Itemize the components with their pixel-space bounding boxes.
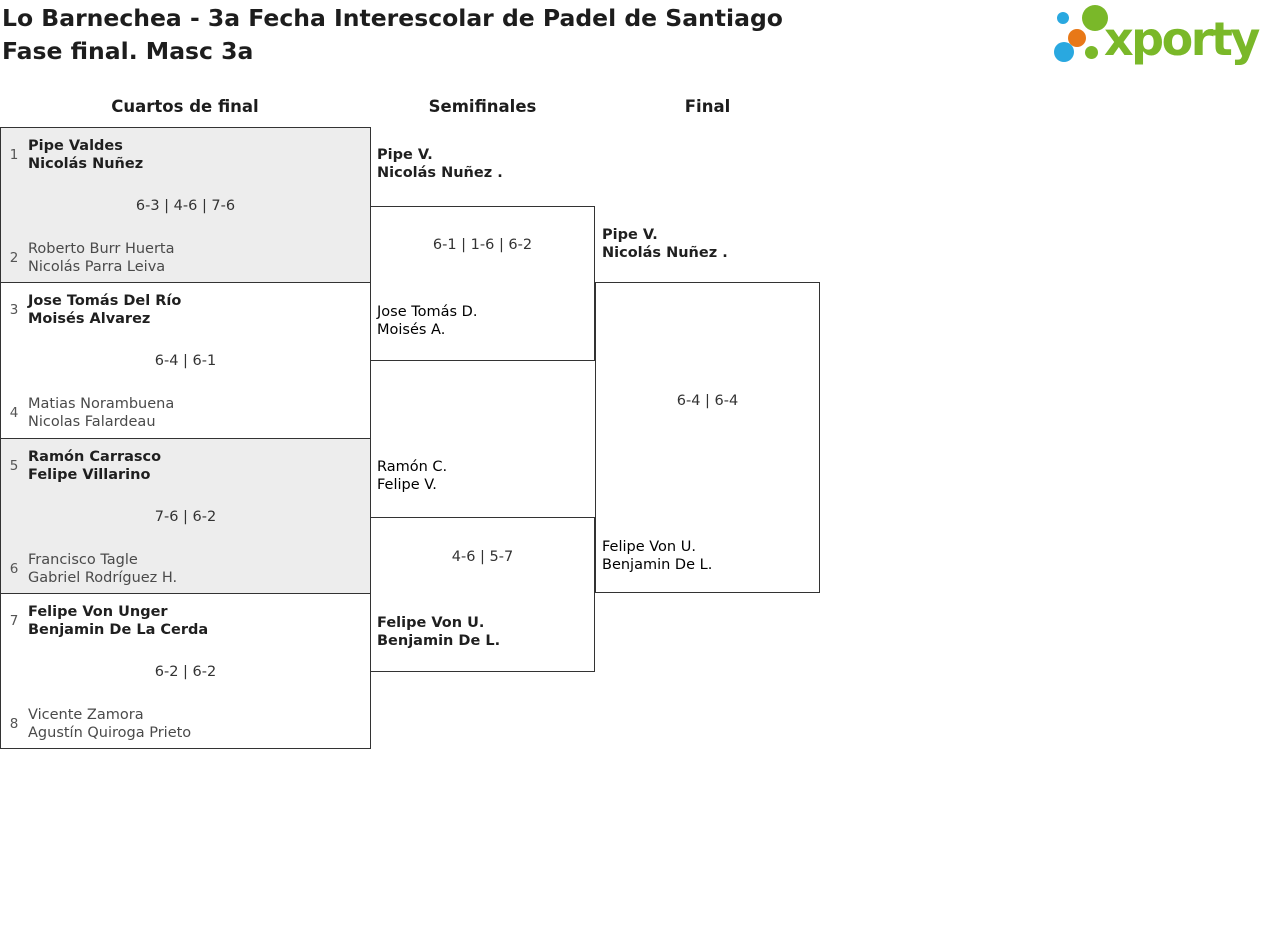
player-name: Gabriel Rodríguez H. xyxy=(28,570,178,586)
player-name: Nicolás Parra Leiva xyxy=(28,259,166,275)
sf2-bottom-team: Felipe Von U. Benjamin De L. xyxy=(377,614,500,650)
sf-match-1-box xyxy=(370,206,595,361)
match-score: 6-4 | 6-1 xyxy=(154,353,217,369)
seed-label: 3 xyxy=(9,302,19,318)
player-name: Nicolás Nuñez . xyxy=(377,165,503,181)
phase-subtitle: Fase final. Masc 3a xyxy=(2,37,254,65)
player-name: Felipe Villarino xyxy=(28,467,151,483)
seed-label: 8 xyxy=(9,716,19,732)
player-name: Matias Norambuena xyxy=(28,396,175,412)
team-names: Vicente Zamora Agustín Quiroga Prieto xyxy=(28,706,191,742)
final-match-box xyxy=(595,282,820,593)
player-name: Pipe V. xyxy=(602,227,658,243)
match-score: 7-6 | 6-2 xyxy=(154,509,217,525)
player-name: Roberto Burr Huerta xyxy=(28,241,175,257)
team-names: Matias Norambuena Nicolas Falardeau xyxy=(28,395,174,431)
match-score: 6-2 | 6-2 xyxy=(154,664,217,680)
player-name: Pipe Valdes xyxy=(28,138,123,154)
seed-label: 6 xyxy=(9,561,19,577)
xporty-logo[interactable]: xporty xyxy=(1045,0,1280,75)
qf-match-2: 3 Jose Tomás Del Río Moisés Alvarez 6-4 … xyxy=(0,282,371,439)
final-bottom-team: Felipe Von U. Benjamin De L. xyxy=(602,538,712,574)
round-header-final: Final xyxy=(684,97,731,116)
seed-label: 7 xyxy=(9,613,19,629)
seed-label: 5 xyxy=(9,458,19,474)
player-name: Felipe Von Unger xyxy=(28,604,168,620)
team-names: Jose Tomás Del Río Moisés Alvarez xyxy=(28,292,181,328)
logo-dot-icon xyxy=(1085,46,1098,59)
player-name: Francisco Tagle xyxy=(28,552,138,568)
sf2-score: 4-6 | 5-7 xyxy=(451,549,514,565)
seed-label: 4 xyxy=(9,405,19,421)
team-names: Ramón Carrasco Felipe Villarino xyxy=(28,448,161,484)
sf1-score: 6-1 | 1-6 | 6-2 xyxy=(432,237,533,253)
player-name: Nicolás Nuñez . xyxy=(602,245,728,261)
sf2-top-team: Ramón C. Felipe V. xyxy=(377,458,447,494)
sf1-top-team: Pipe V. Nicolás Nuñez . xyxy=(377,146,503,182)
player-name: Agustín Quiroga Prieto xyxy=(28,725,192,741)
player-name: Benjamin De La Cerda xyxy=(28,622,209,638)
player-name: Moisés A. xyxy=(377,322,446,338)
final-score: 6-4 | 6-4 xyxy=(676,393,739,409)
final-top-team: Pipe V. Nicolás Nuñez . xyxy=(602,226,728,262)
page-header: Lo Barnechea - 3a Fecha Interescolar de … xyxy=(2,2,783,68)
team-names: Felipe Von Unger Benjamin De La Cerda xyxy=(28,603,208,639)
logo-dot-icon xyxy=(1054,42,1074,62)
player-name: Ramón C. xyxy=(377,459,448,475)
player-name: Ramón Carrasco xyxy=(28,449,162,465)
match-score: 6-3 | 4-6 | 7-6 xyxy=(135,198,236,214)
sf-match-2-box xyxy=(370,517,595,672)
logo-wordmark: xporty xyxy=(1104,12,1260,66)
round-header-semifinales: Semifinales xyxy=(428,97,537,116)
player-name: Vicente Zamora xyxy=(28,707,144,723)
sf1-bottom-team: Jose Tomás D. Moisés A. xyxy=(377,303,477,339)
seed-label: 1 xyxy=(9,147,19,163)
player-name: Jose Tomás Del Río xyxy=(28,293,182,309)
player-name: Felipe Von U. xyxy=(377,615,485,631)
player-name: Nicolas Falardeau xyxy=(28,414,156,430)
qf-match-4: 7 Felipe Von Unger Benjamin De La Cerda … xyxy=(0,593,371,749)
player-name: Felipe V. xyxy=(377,477,437,493)
team-names: Roberto Burr Huerta Nicolás Parra Leiva xyxy=(28,240,175,276)
tournament-title: Lo Barnechea - 3a Fecha Interescolar de … xyxy=(2,4,783,32)
player-name: Benjamin De L. xyxy=(377,633,501,649)
player-name: Felipe Von U. xyxy=(602,539,696,555)
qf-match-1: 1 Pipe Valdes Nicolás Nuñez 6-3 | 4-6 | … xyxy=(0,127,371,283)
player-name: Nicolás Nuñez xyxy=(28,156,144,172)
team-names: Francisco Tagle Gabriel Rodríguez H. xyxy=(28,551,177,587)
player-name: Pipe V. xyxy=(377,147,433,163)
round-header-cuartos-de-final: Cuartos de final xyxy=(111,97,259,116)
logo-dot-icon xyxy=(1068,29,1086,47)
player-name: Benjamin De L. xyxy=(602,557,713,573)
player-name: Jose Tomás D. xyxy=(377,304,478,320)
seed-label: 2 xyxy=(9,250,19,266)
logo-dot-icon xyxy=(1057,12,1069,24)
team-names: Pipe Valdes Nicolás Nuñez xyxy=(28,137,143,173)
qf-match-3: 5 Ramón Carrasco Felipe Villarino 7-6 | … xyxy=(0,438,371,594)
logo-dot-icon xyxy=(1082,5,1108,31)
player-name: Moisés Alvarez xyxy=(28,311,151,327)
